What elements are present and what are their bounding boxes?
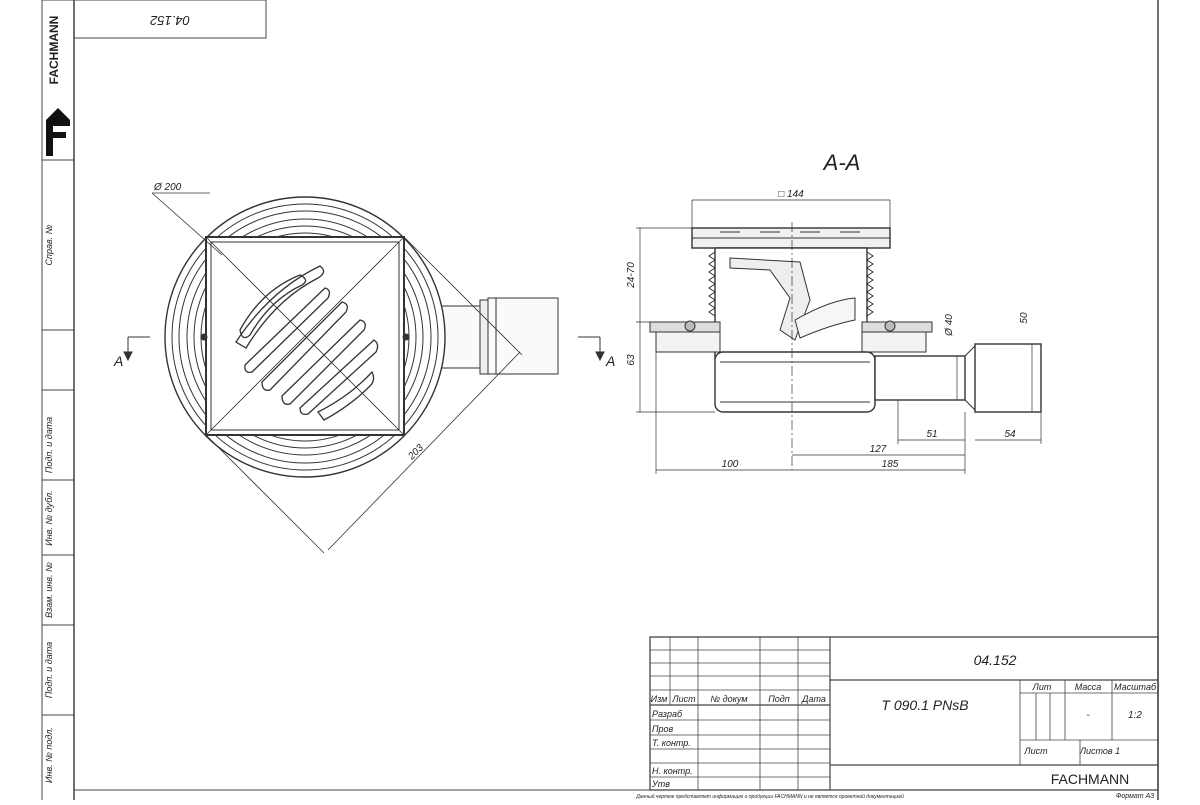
section-outlet-pipe — [874, 343, 1042, 413]
section-title: A-A — [822, 150, 861, 175]
header-izm: Изм — [651, 694, 668, 704]
section-markers — [123, 336, 605, 362]
dim-54: 54 — [1004, 429, 1016, 440]
header-sign: Подп — [768, 694, 790, 704]
diameter-label: Ø 200 — [153, 182, 182, 193]
massa-label: Масса — [1075, 682, 1102, 692]
side-cell-2: Подп. и дата — [44, 417, 54, 473]
section-grate — [691, 227, 891, 249]
row-nkontr: Н. контр. — [652, 766, 693, 776]
section-dimensions — [636, 199, 1042, 474]
dim-height-adjust: 24-70 — [626, 262, 637, 289]
row-prov: Пров — [652, 724, 674, 734]
dim-185: 185 — [882, 459, 899, 470]
diagonal-label: 203 — [406, 442, 427, 463]
dim-51: 51 — [926, 429, 937, 440]
dim-outlet-outer: 50 — [1019, 312, 1030, 324]
section-mark-right: A — [605, 353, 615, 369]
title-block-text: 04.152 T 090.1 PNsB Изм Лист № докум Под… — [651, 652, 1157, 789]
brand-vertical-text: FACHMANN — [47, 16, 61, 85]
plan-diagonal-dimension — [205, 236, 523, 554]
lit-label: Лит — [1032, 682, 1052, 692]
dim-depth: 63 — [626, 354, 637, 366]
title-block — [649, 636, 1159, 791]
row-razrab: Разраб — [652, 709, 683, 719]
plan-grate-bars — [235, 265, 379, 421]
side-stamp — [42, 159, 74, 716]
side-cell-6: Инв. № подл. — [44, 727, 54, 783]
dim-outlet-inner: Ø 40 — [944, 314, 955, 337]
plan-outlet-pipe — [439, 297, 559, 375]
fachmann-logo-icon — [46, 108, 70, 156]
header-list: Лист — [671, 694, 696, 704]
scale-value: 1:2 — [1128, 710, 1142, 721]
side-cell-5: Подп. и дата — [44, 642, 54, 698]
title-product: T 090.1 PNsB — [881, 697, 968, 713]
plan-view — [123, 192, 605, 554]
dim-grate: □ 144 — [778, 189, 804, 200]
section-view-labels: A-A □ 144 24-70 63 Ø 40 50 100 185 127 5… — [626, 150, 1030, 470]
header-date: Дата — [801, 694, 826, 704]
mass-value: - — [1086, 710, 1090, 721]
side-cell-1: Справ. № — [44, 224, 54, 265]
title-code: 04.152 — [974, 652, 1017, 668]
section-flanges — [649, 320, 933, 353]
company-name: FACHMANN — [1051, 771, 1130, 787]
footer-note: Данный чертеж представляет информацию о … — [635, 793, 904, 800]
sheet-label: Лист — [1023, 746, 1048, 756]
side-cell-3: Инв. № дубл. — [44, 490, 54, 545]
side-stamp-labels: Справ. № Подп. и дата Инв. № дубл. Взам.… — [44, 224, 54, 783]
row-utv: Утв — [651, 779, 670, 789]
footer: Данный чертеж представляет информацию о … — [635, 793, 1154, 800]
top-stamp-number: 04.152 — [149, 13, 190, 28]
dim-127: 127 — [870, 444, 887, 455]
section-view — [636, 199, 1042, 474]
side-cell-4: Взам. инв. № — [44, 562, 54, 618]
footer-format: Формат А3 — [1116, 793, 1154, 800]
masshtab-label: Масштаб — [1114, 682, 1157, 692]
section-mark-left: A — [113, 353, 123, 369]
section-bottom-chamber — [714, 351, 876, 413]
sheets-label: Листов 1 — [1079, 746, 1120, 756]
row-tkontr: Т. контр. — [652, 738, 691, 748]
brand-logo: FACHMANN — [41, 0, 75, 161]
top-stamp: 04.152 — [73, 0, 267, 39]
section-body — [708, 247, 874, 361]
dim-100: 100 — [722, 459, 739, 470]
header-doc: № докум — [710, 694, 747, 704]
